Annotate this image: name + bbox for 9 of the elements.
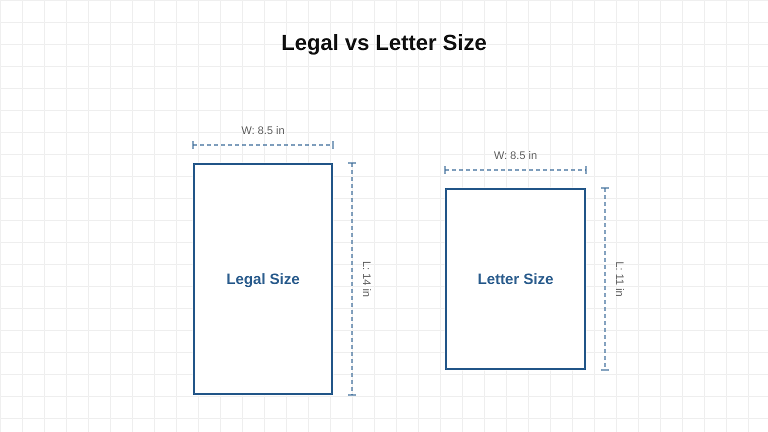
box-label: Legal Size <box>226 270 300 288</box>
dimension-label: W: 8.5 in <box>494 150 538 162</box>
paper-box <box>193 163 333 395</box>
dimension-label: L: 14 in <box>360 260 372 298</box>
title: Legal vs Letter Size <box>280 30 488 56</box>
paper-box <box>445 188 586 370</box>
dimension-label: W: 8.5 in <box>241 125 285 137</box>
dimension-label: L: 11 in <box>613 261 625 297</box>
box-label: Letter Size <box>478 270 554 288</box>
